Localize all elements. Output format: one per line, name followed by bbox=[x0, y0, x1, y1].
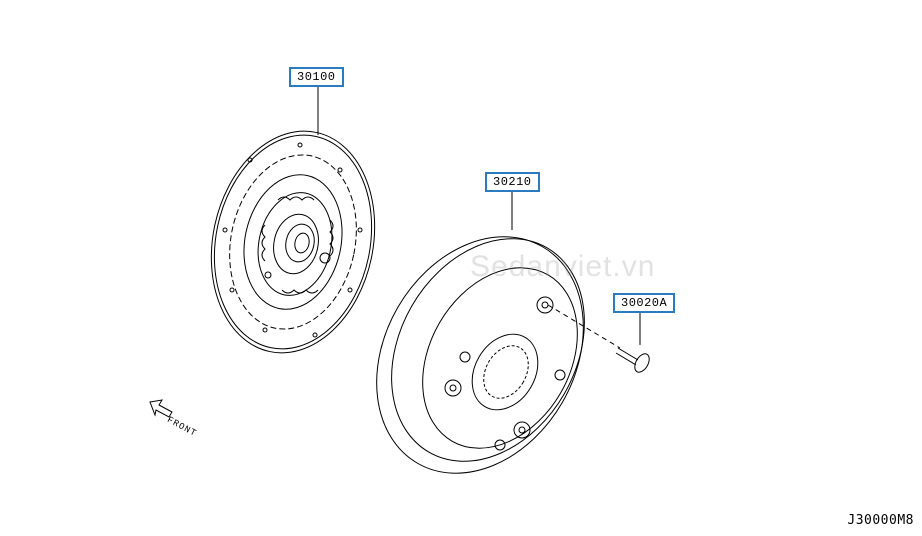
bolt-drawing bbox=[615, 347, 650, 373]
callout-bolt: 30020A bbox=[613, 293, 676, 313]
watermark: Sedanviet.vn bbox=[470, 250, 656, 283]
diagram-code: J30000M8 bbox=[847, 513, 914, 528]
front-arrow-icon bbox=[149, 399, 173, 418]
clutch-disc-drawing bbox=[210, 130, 376, 354]
callout-clutch-cover: 30210 bbox=[485, 172, 540, 192]
clutch-cover-drawing bbox=[376, 236, 621, 474]
callout-clutch-disc: 30100 bbox=[289, 67, 344, 87]
